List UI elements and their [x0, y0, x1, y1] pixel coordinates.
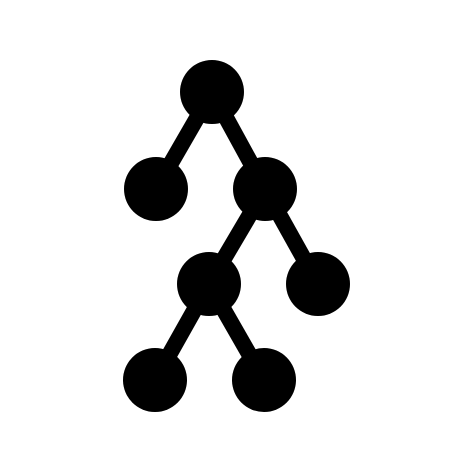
- tree-node-left-1: [124, 157, 188, 221]
- tree-node-right-3: [232, 348, 296, 412]
- tree-nodes: [123, 60, 350, 412]
- tree-node-root: [180, 60, 244, 124]
- tree-node-right-1: [233, 157, 297, 221]
- tree-node-right-2: [286, 252, 350, 316]
- tree-edges: [148, 88, 325, 384]
- tree-node-left-3: [123, 348, 187, 412]
- tree-node-left-2: [177, 252, 241, 316]
